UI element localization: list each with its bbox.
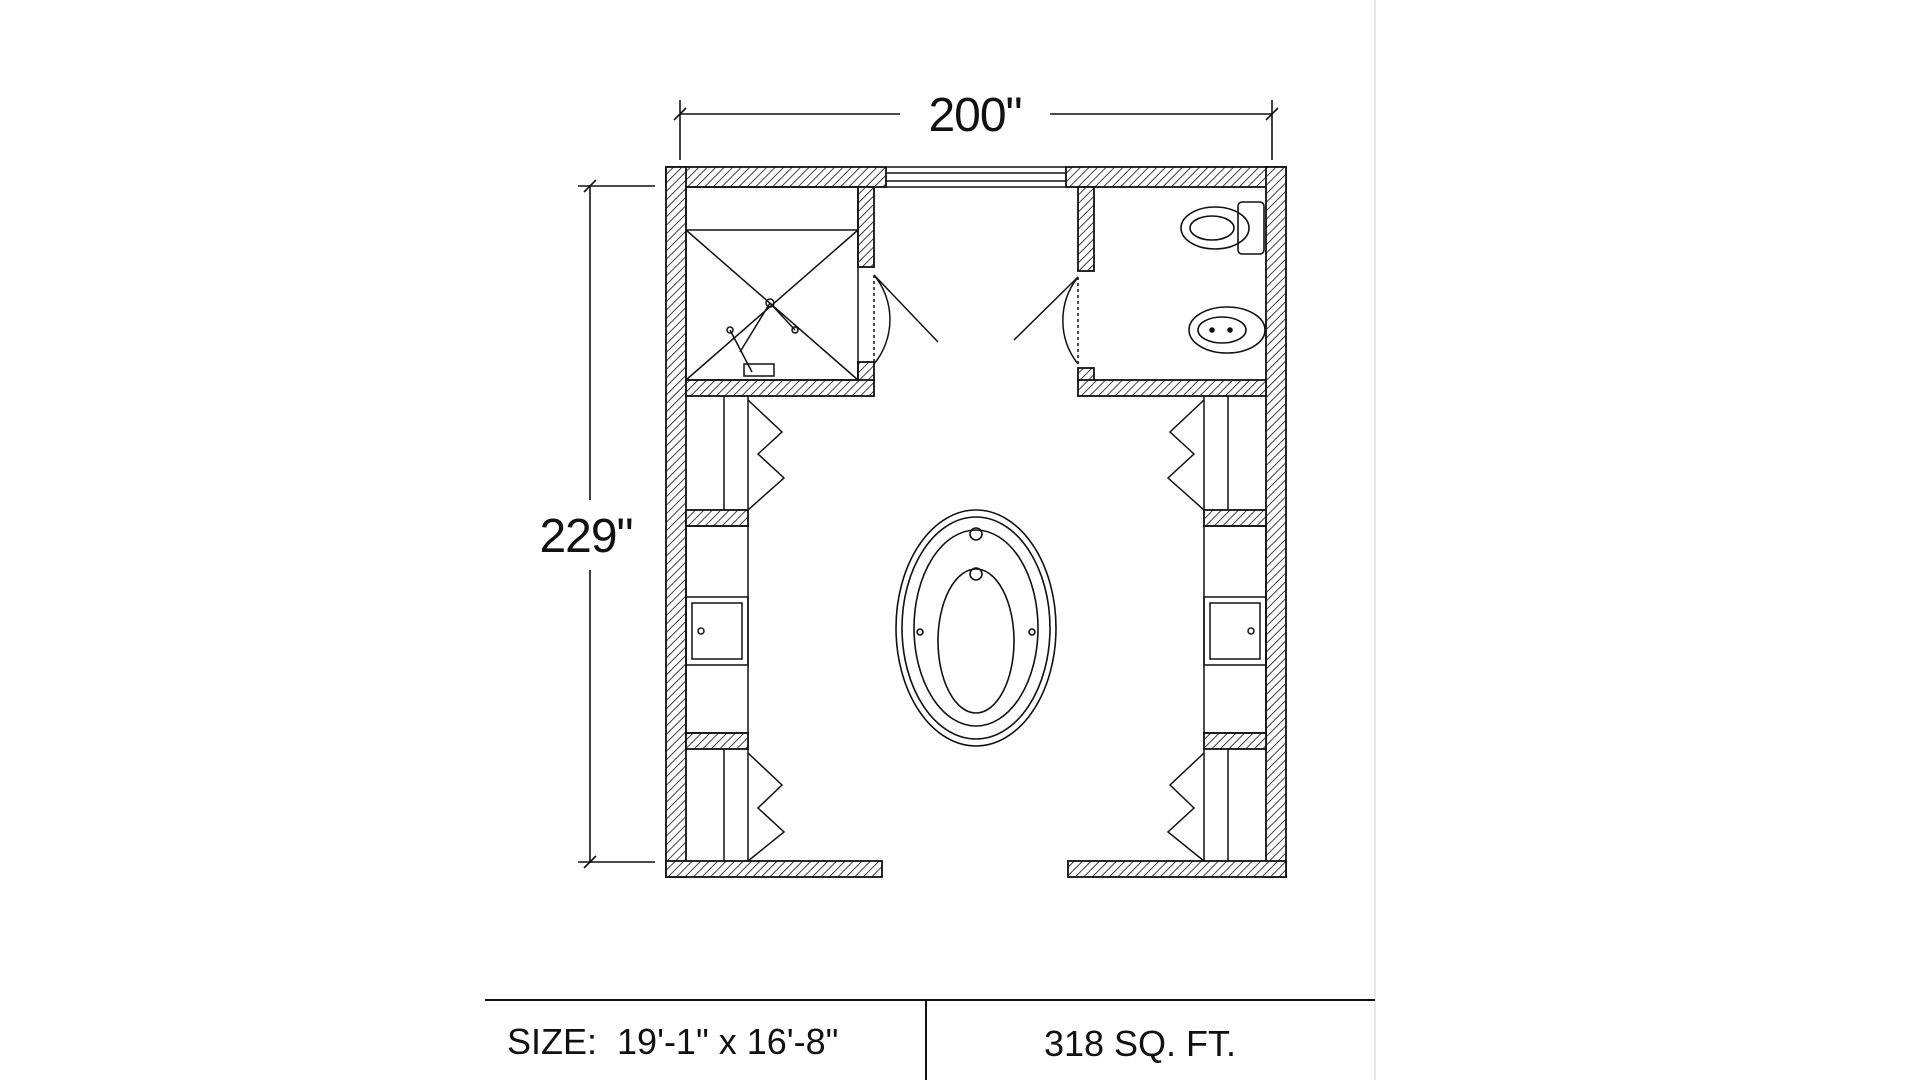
area-label: 318 SQ. FT. [1044,1023,1236,1064]
window [886,166,1066,188]
wc-room-door-icon [1013,276,1079,365]
right-closet-walls [1203,509,1267,750]
footer-table [485,999,1375,1080]
exterior-walls [665,166,1287,878]
left-upper-closet [723,396,786,511]
size-label: SIZE: 19'-1" x 16'-8" [507,1021,838,1062]
left-vanity [685,525,749,734]
bidet-icon [1188,306,1266,354]
shower-stall [685,186,859,381]
shower-room-walls [685,186,875,397]
right-upper-closet [1166,396,1229,511]
toilet-icon [1180,201,1265,255]
width-dimension-label: 200" [928,89,1021,142]
left-lower-closet [723,749,786,862]
width-dimension-line [673,100,1279,160]
bathtub-icon [895,509,1057,747]
wc-room-walls [1077,186,1267,397]
left-closet-walls [685,509,749,750]
shower-room-door-icon [873,274,939,365]
height-dimension-label: 229" [539,510,632,563]
right-vanity [1203,525,1267,734]
height-dimension-line [578,179,655,869]
right-lower-closet [1166,749,1229,862]
